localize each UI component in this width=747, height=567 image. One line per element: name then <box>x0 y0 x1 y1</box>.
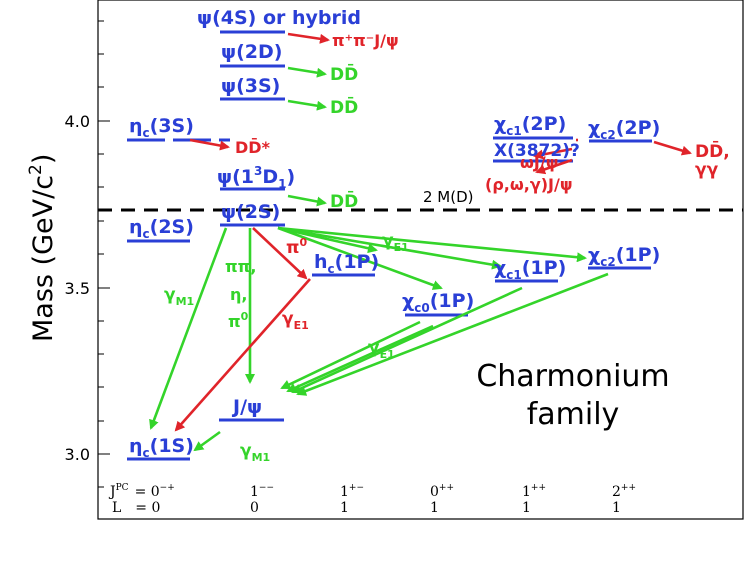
y-ticks <box>98 20 110 488</box>
jpc-value: 1+− <box>340 483 364 500</box>
state-psi4s: ψ(4S) or hybrid <box>197 7 361 29</box>
plot-frame <box>97 0 744 520</box>
state-etac2s: ηc(2S) <box>129 216 194 241</box>
decay-dd-2: DD̄ <box>330 96 358 118</box>
green-transitions <box>149 66 609 452</box>
state-hc1p: hc(1P) <box>314 251 379 276</box>
decay-rho-omega-gamma-jpsi: (ρ,ω,γ)J/ψ <box>485 175 573 194</box>
l-value: 1 <box>340 500 349 516</box>
y-tick-label: 3.5 <box>65 279 90 298</box>
jpc-value: 2++ <box>612 483 636 500</box>
l-row-label: L= 0 <box>112 500 160 516</box>
state-psi3s: ψ(3S) <box>221 75 280 97</box>
state-chic11p: χc1(1P) <box>494 257 566 282</box>
decay-omega-jpsi: ωJ/ψ <box>520 153 558 172</box>
label-gamma-e1-red: γE1 <box>282 309 309 332</box>
state-jpsi: J/ψ <box>231 396 262 418</box>
state-chic01p: χc0(1P) <box>402 290 474 315</box>
l-value: 1 <box>612 500 621 516</box>
label-pi0: π0 <box>286 236 307 258</box>
label-eta: η, <box>230 285 247 304</box>
decay-dd-1: DD̄ <box>330 63 358 85</box>
label-gamma-e1-top: γE1 <box>382 231 409 254</box>
state-chic12p: χc1(2P) <box>494 113 566 138</box>
state-x3872: X(3872)? <box>494 141 580 161</box>
state-etac1s: ηc(1S) <box>129 435 194 460</box>
state-psi2d: ψ(2D) <box>221 41 282 63</box>
label-pipi: ππ, <box>225 257 256 276</box>
red-transitions <box>174 32 692 432</box>
state-chic21p: χc2(1P) <box>588 244 660 269</box>
y-axis-label: Mass (GeV/c2) <box>26 154 59 342</box>
decay-ddstar: DD̄* <box>235 137 271 157</box>
jpc-value: 1++ <box>522 483 546 500</box>
jpc-value: 1−− <box>250 483 274 500</box>
diagram-subtitle: family <box>527 397 620 432</box>
l-value: 0 <box>250 500 259 516</box>
jpc-row-label: JPC= 0−+ <box>108 483 175 500</box>
decay-dd-3: DD̄ <box>330 190 358 212</box>
l-value: 1 <box>430 500 439 516</box>
decay-pipi-jpsi: π⁺π⁻J/ψ <box>332 31 399 50</box>
label-gamma-m1-bottom: γM1 <box>240 441 270 464</box>
l-value: 1 <box>522 500 531 516</box>
diagram-title: Charmonium <box>476 359 669 394</box>
jpc-value: 0++ <box>430 483 454 500</box>
label-pi0b: π0 <box>228 310 249 331</box>
state-psi13d1: ψ(13D1) <box>217 164 295 191</box>
decay-dd-gg-2: γγ <box>695 160 719 180</box>
level-lines <box>127 30 652 461</box>
label-gamma-e1-bottom: γE1 <box>368 338 395 361</box>
decay-dd-gg-1: DD̄, <box>695 140 730 162</box>
y-tick-label: 4.0 <box>65 112 90 131</box>
state-chic22p: χc2(2P) <box>588 117 660 142</box>
state-psi2s: ψ(2S) <box>221 201 280 223</box>
label-gamma-m1-left: γM1 <box>164 285 194 308</box>
y-tick-label: 3.0 <box>65 445 90 464</box>
state-etac3s: ηc(3S) <box>129 115 194 140</box>
threshold-label: 2 M(D) <box>423 188 474 206</box>
